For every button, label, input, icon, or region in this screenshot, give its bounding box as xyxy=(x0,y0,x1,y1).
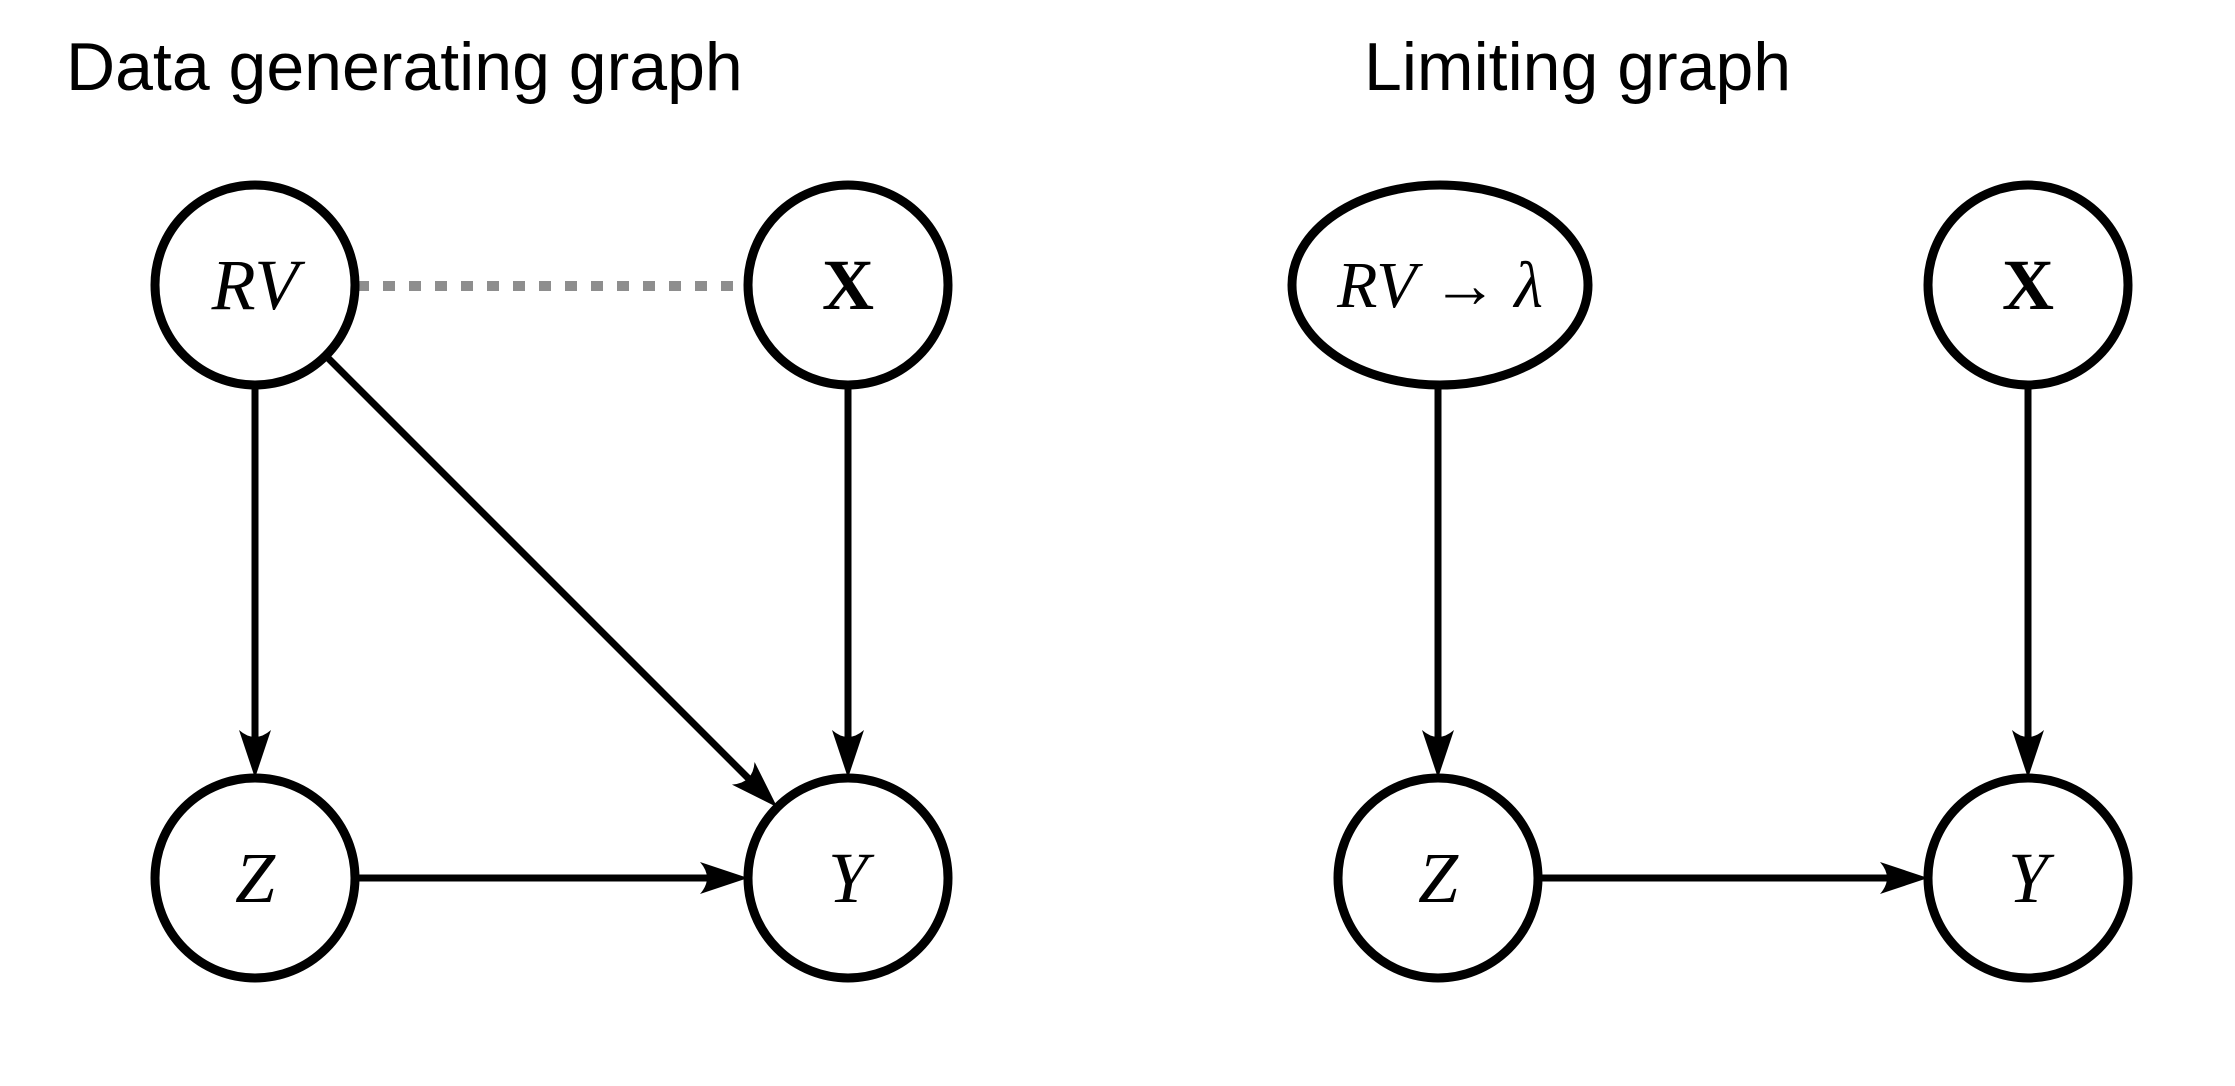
node-rv-label: RV xyxy=(211,245,306,325)
node-z-label: Z xyxy=(235,838,276,918)
node-x-circle xyxy=(743,180,953,390)
node-rvlambda-ellipse xyxy=(1287,180,1593,390)
node-y-label: Y xyxy=(2008,838,2055,918)
node-x-label: X xyxy=(2002,245,2054,325)
panel-limiting-graph: RV → λ X Z Y xyxy=(1287,180,2133,983)
node-z-label: Z xyxy=(1418,838,1459,918)
node-y-circle xyxy=(1923,773,2133,983)
panel-data-generating-graph: RV X Z Y xyxy=(150,180,953,983)
node-y-label: Y xyxy=(828,838,875,918)
panel-title-limiting: Limiting graph xyxy=(1364,29,1792,105)
node-z-circle xyxy=(150,773,360,983)
node-y-circle xyxy=(743,773,953,983)
node-z-circle xyxy=(1333,773,1543,983)
edge-rv-to-y-arrow xyxy=(323,353,778,808)
node-rv-circle xyxy=(150,180,360,390)
node-rvlambda-label: RV → λ xyxy=(1336,249,1543,322)
panel-title-data-generating: Data generating graph xyxy=(66,29,743,105)
node-x-label: X xyxy=(822,245,874,325)
node-x-circle xyxy=(1923,180,2133,390)
